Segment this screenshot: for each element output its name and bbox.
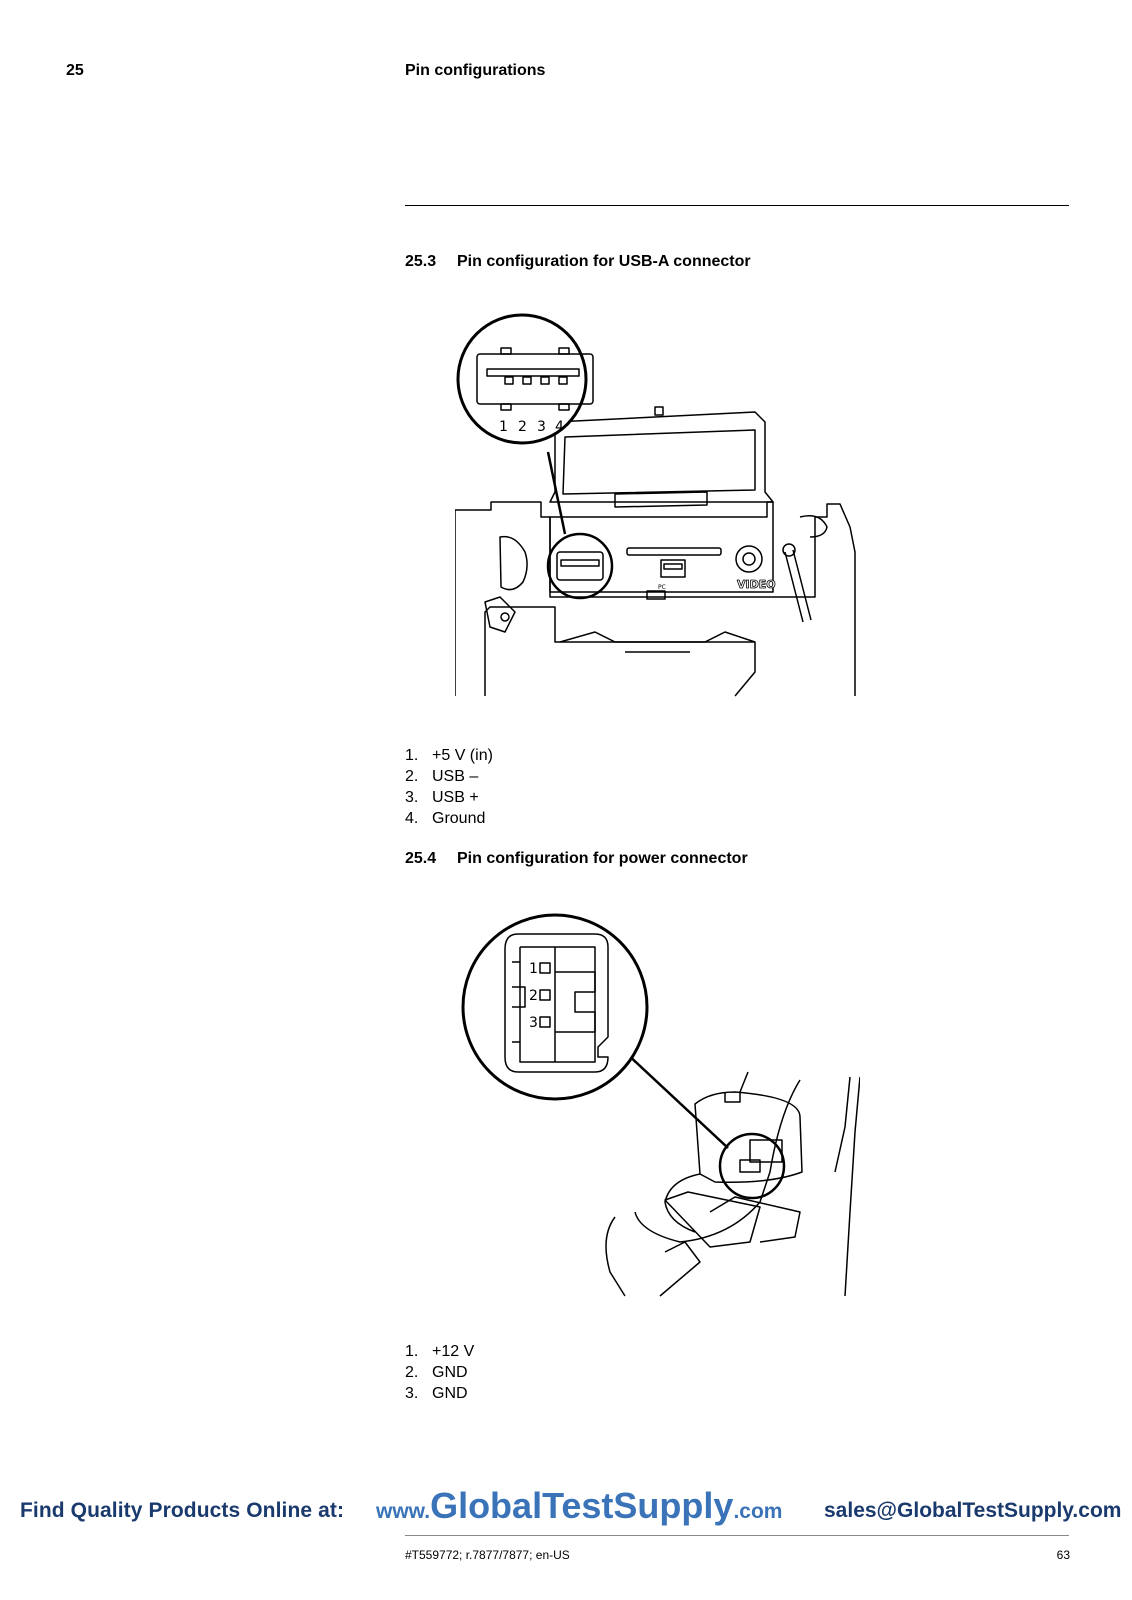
- cover-tab: [654, 406, 664, 416]
- page-number: 63: [1056, 1548, 1070, 1562]
- panel-latch: [646, 590, 666, 600]
- usb-pin-list: 1.+5 V (in) 2.USB – 3.USB + 4.Ground: [405, 745, 493, 829]
- shell-tab: [558, 403, 570, 411]
- door-clip: [724, 1071, 749, 1103]
- list-item: 1.+12 V: [405, 1343, 475, 1360]
- url-main: GlobalTestSupply: [430, 1485, 734, 1526]
- pin-square: [539, 962, 551, 974]
- right-lug: [799, 515, 828, 538]
- section-number: 25.3: [405, 253, 437, 270]
- chapter-number: 25: [66, 62, 84, 79]
- footer-email-link[interactable]: sales@GlobalTestSupply.com: [824, 1499, 1122, 1522]
- cover-inner: [562, 429, 756, 495]
- section-heading-usb: 25.3 Pin configuration for USB-A connecto…: [405, 253, 751, 271]
- usb-contact: [522, 376, 532, 385]
- camera-side: [634, 1079, 801, 1243]
- list-item: 2.USB –: [405, 768, 479, 785]
- grip-detail: [559, 631, 756, 643]
- left-dial: [499, 535, 528, 591]
- url-prefix: www.: [376, 1500, 431, 1523]
- connector-socket: [664, 1191, 761, 1248]
- battery-door: [694, 1091, 803, 1184]
- usb-connector-figure: VIDEO PC 1 2 3 4: [455, 313, 856, 697]
- power-plug-outline: [504, 933, 609, 1073]
- cable: [784, 549, 812, 623]
- hinged-cover: [549, 411, 774, 503]
- shell-tab: [558, 347, 570, 355]
- list-item: 1.+5 V (in): [405, 747, 493, 764]
- usb-contact: [558, 376, 568, 385]
- section-title: Pin configuration for power connector: [457, 850, 748, 867]
- zoom-leader-line: [624, 1051, 729, 1149]
- plug-inner: [519, 946, 596, 1063]
- zoom-circle-large: [456, 313, 588, 445]
- pin-number: 1: [529, 961, 538, 977]
- power-connector-figure: 1 2 3: [461, 913, 860, 1297]
- inner-cavity: [664, 1173, 701, 1233]
- shell-tab: [500, 347, 512, 355]
- lock-hole: [500, 612, 510, 622]
- video-label: VIDEO: [737, 578, 776, 591]
- pin-number: 3: [529, 1015, 538, 1031]
- cable-knob: [782, 543, 796, 557]
- zoom-circle-small: [718, 1132, 786, 1200]
- video-jack: [735, 545, 763, 573]
- list-item: 4.Ground: [405, 810, 486, 827]
- door-slot: [749, 1139, 783, 1163]
- usb-a-closeup-shell: [476, 353, 594, 405]
- grip-strap: [659, 1241, 701, 1297]
- usb-contact: [504, 376, 514, 385]
- pin-number: 2: [518, 419, 527, 435]
- camera-body-outline: [455, 501, 856, 696]
- lock-tab: [484, 596, 516, 633]
- pin-number: 1: [499, 419, 508, 435]
- footer-divider: [405, 1535, 1069, 1536]
- usb-contact: [540, 376, 550, 385]
- footer-website-link[interactable]: www.GlobalTestSupply.com: [376, 1485, 782, 1527]
- pin-number: 4: [555, 419, 564, 435]
- mini-usb-port: [660, 559, 686, 578]
- cover-hinge: [614, 491, 708, 508]
- mini-usb-pins: [663, 563, 683, 570]
- power-port-small: [739, 1159, 761, 1173]
- footer-find-text: Find Quality Products Online at:: [20, 1499, 345, 1522]
- usb-a-tongue: [560, 559, 600, 567]
- zoom-leader-line: [546, 451, 567, 535]
- pin-square: [539, 1016, 551, 1028]
- pin-square: [539, 989, 551, 1001]
- power-pin-list: 1.+12 V 2.GND 3.GND: [405, 1341, 474, 1404]
- usb-a-closeup-tongue: [486, 368, 580, 377]
- url-suffix: .com: [733, 1500, 783, 1523]
- list-item: 3.GND: [405, 1385, 468, 1402]
- camera-edge: [844, 1076, 860, 1297]
- usb-a-port: [556, 551, 604, 581]
- video-jack-center: [742, 552, 756, 566]
- pin-number: 2: [529, 988, 538, 1004]
- plug-keys: [512, 961, 526, 1043]
- shell-tab: [500, 403, 512, 411]
- section-heading-power: 25.4 Pin configuration for power connecto…: [405, 850, 748, 868]
- plug-contacts-frame: [554, 947, 596, 1062]
- chapter-title: Pin configurations: [405, 62, 546, 79]
- list-item: 2.GND: [405, 1364, 468, 1381]
- connector-panel: [549, 501, 774, 593]
- sd-card-slot: [626, 547, 722, 556]
- grip-outline: [484, 606, 756, 697]
- camera-edge-inner: [834, 1076, 851, 1173]
- document-id: #T559772; r.7877/7877; en-US: [405, 1548, 570, 1562]
- pin-number: 3: [537, 419, 546, 435]
- cavity-lip: [709, 1196, 801, 1243]
- pc-label: PC: [658, 584, 666, 591]
- list-item: 3.USB +: [405, 789, 479, 806]
- section-title: Pin configuration for USB-A connector: [457, 253, 751, 270]
- zoom-circle-small: [546, 532, 614, 600]
- section-number: 25.4: [405, 850, 437, 867]
- grip-edge: [605, 1216, 626, 1297]
- header-divider: [405, 205, 1069, 206]
